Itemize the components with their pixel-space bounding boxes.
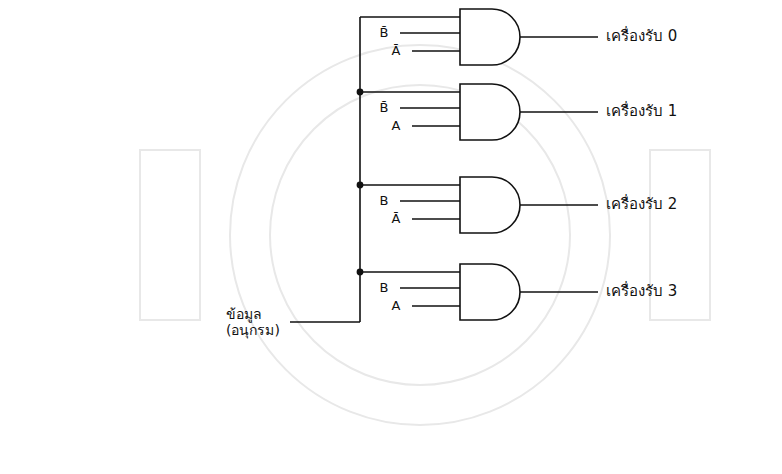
data-branch xyxy=(360,91,460,93)
signal-name: Ā xyxy=(392,44,401,59)
receiver-label: เครื่องรับ 0 xyxy=(606,28,677,45)
watermark xyxy=(140,45,710,425)
data-branch xyxy=(360,184,460,186)
and-gate xyxy=(460,84,520,140)
data-input-label: ข้อมูล (อนุกรม) xyxy=(226,306,288,338)
junction-dot xyxy=(357,89,362,94)
watermark-ring xyxy=(230,45,610,425)
select-a-wire xyxy=(412,125,460,127)
select-b-wire xyxy=(400,32,460,34)
select-a-wire xyxy=(412,50,460,52)
select-a-wire xyxy=(412,218,460,220)
junction-dot xyxy=(357,269,362,274)
data-bus xyxy=(359,17,361,322)
output-wire xyxy=(520,291,598,293)
output-wire xyxy=(520,36,598,38)
select-b-wire xyxy=(400,287,460,289)
signal-name: A xyxy=(392,299,401,314)
signal-name: B̄ xyxy=(380,101,389,116)
wires xyxy=(290,9,598,322)
receiver-label: เครื่องรับ 1 xyxy=(606,103,677,120)
signal-name: A xyxy=(392,119,401,134)
and-gate xyxy=(460,9,520,65)
select-a-wire xyxy=(412,305,460,307)
watermark-tower xyxy=(140,150,200,320)
junction-dot xyxy=(357,182,362,187)
signal-name: B xyxy=(380,281,389,296)
select-b-wire xyxy=(400,107,460,109)
and-gate xyxy=(460,264,520,320)
output-wire xyxy=(520,111,598,113)
receiver-label: เครื่องรับ 2 xyxy=(606,196,677,213)
select-b-wire xyxy=(400,200,460,202)
and-gate xyxy=(460,177,520,233)
data-branch xyxy=(360,271,460,273)
output-wire xyxy=(520,204,598,206)
signal-name: Ā xyxy=(392,212,401,227)
receiver-label: เครื่องรับ 3 xyxy=(606,283,677,300)
signal-name: B xyxy=(380,194,389,209)
data-branch xyxy=(360,16,460,18)
data-input-wire xyxy=(290,321,360,323)
signal-name: B̄ xyxy=(380,26,389,41)
watermark-ring xyxy=(270,85,570,385)
